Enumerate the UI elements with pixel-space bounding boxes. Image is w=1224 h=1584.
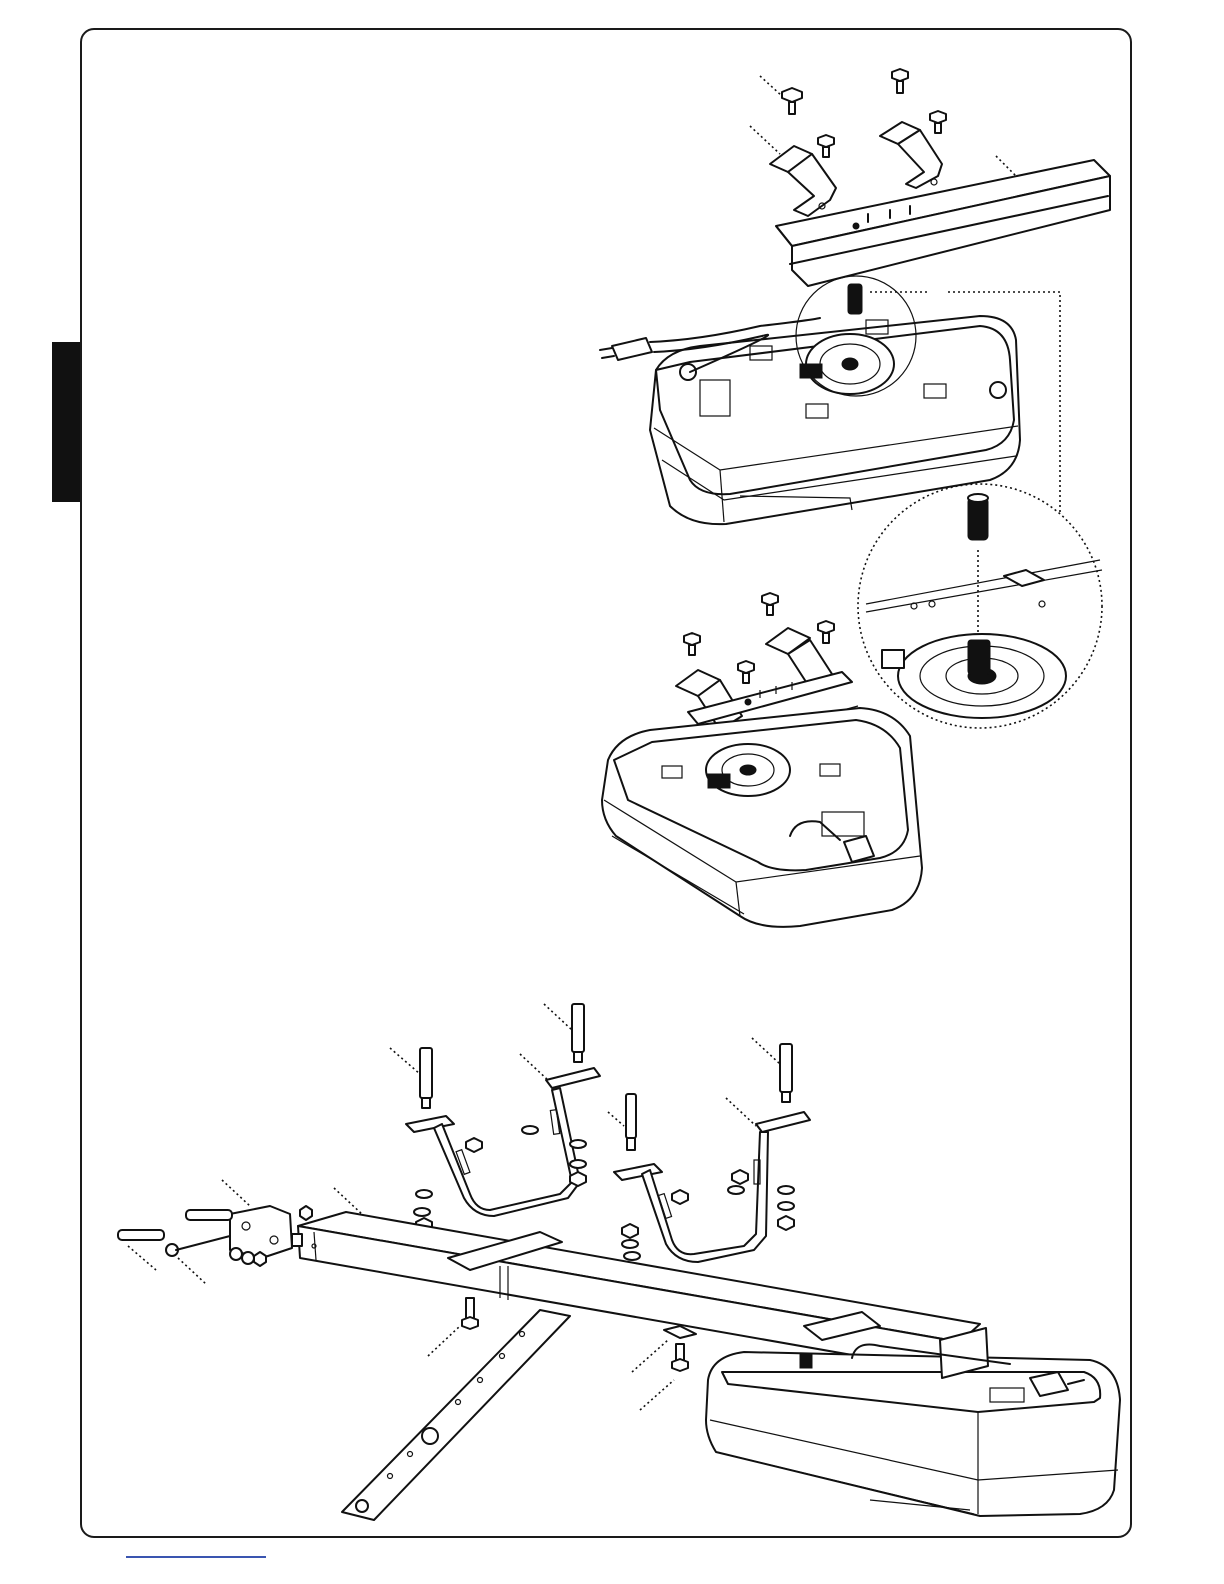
step-2-illustration	[602, 593, 922, 927]
anchor-bolt	[390, 1048, 432, 1108]
step-3-illustration	[118, 1004, 1120, 1520]
anchor-bolt	[608, 1094, 636, 1150]
screw-icon	[892, 69, 908, 93]
anchor-bolt	[752, 1038, 792, 1102]
shaft-coupling	[848, 284, 862, 314]
door-bracket	[118, 1180, 312, 1284]
motor-unit	[706, 1328, 1120, 1516]
motor-unit	[602, 708, 922, 927]
screw-icon	[930, 111, 946, 133]
bolt	[632, 1326, 696, 1410]
anchor-bolt	[544, 1004, 584, 1062]
screw-icon	[684, 633, 700, 655]
screw-icon	[762, 593, 778, 615]
step-1-illustration	[600, 69, 1110, 524]
screw-icon	[738, 661, 754, 683]
bolt	[428, 1298, 478, 1356]
mounting-bracket	[880, 122, 942, 188]
screw-icon	[760, 76, 802, 114]
screw-icon	[818, 621, 834, 643]
door-arm	[342, 1310, 570, 1520]
ceiling-bracket	[406, 1054, 600, 1216]
ceiling-bracket	[614, 1098, 810, 1262]
screw-icon	[818, 135, 834, 157]
zoom-detail	[858, 484, 1102, 728]
